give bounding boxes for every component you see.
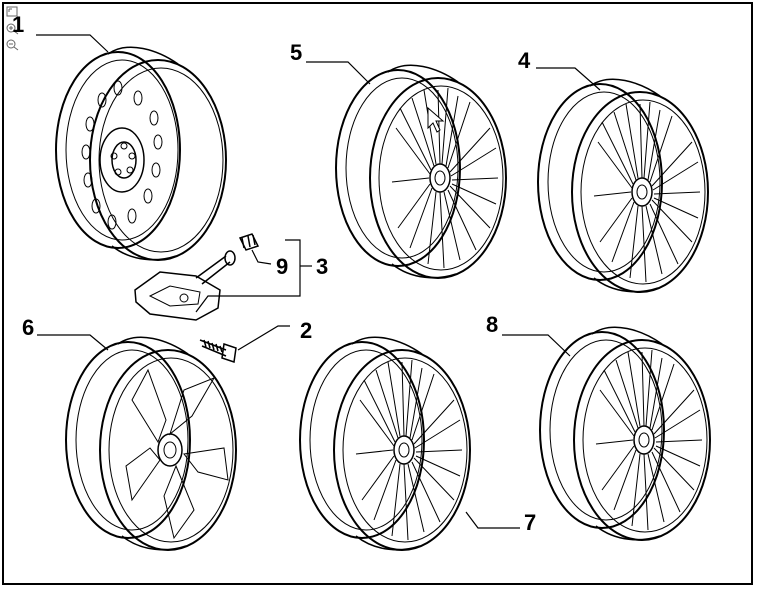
callout-3: 3: [316, 254, 328, 279]
leader-lines: [36, 34, 601, 529]
callout-7: 7: [524, 510, 536, 535]
callout-9: 9: [276, 254, 288, 279]
alloy-wheel-8: [539, 326, 711, 541]
callout-5: 5: [290, 40, 302, 65]
bolt: [199, 339, 237, 363]
tpms-sensor: [134, 250, 236, 321]
valve-cap: [238, 233, 260, 251]
zoom-in-icon[interactable]: [6, 22, 20, 35]
alloy-wheel-6: [65, 336, 237, 551]
mouse-cursor-icon: [427, 106, 445, 133]
callout-4: 4: [518, 48, 531, 73]
callout-8: 8: [486, 312, 498, 337]
alloy-wheel-7: [299, 336, 471, 551]
zoom-out-icon[interactable]: [6, 38, 20, 51]
steel-wheel: [55, 46, 227, 262]
callout-6: 6: [22, 315, 34, 340]
callout-1: 1: [12, 12, 24, 37]
callout-2: 2: [300, 318, 312, 343]
alloy-wheel-5: [335, 64, 507, 280]
alloy-wheel-4: [537, 78, 709, 294]
fit-page-icon[interactable]: [6, 5, 20, 17]
